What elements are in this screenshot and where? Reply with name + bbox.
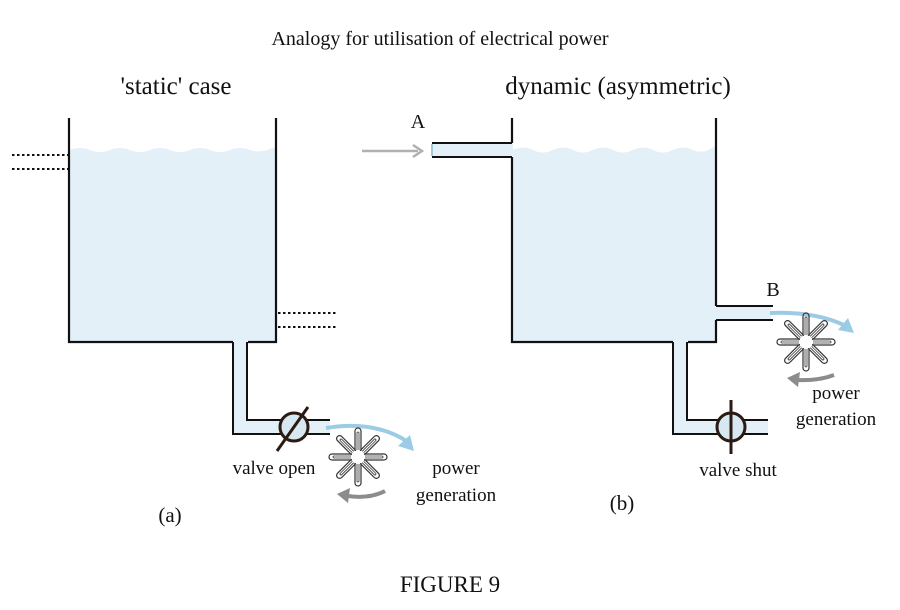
- panel-b: dynamic (asymmetric) A B valve shut: [362, 73, 877, 515]
- generation-a-label-2: generation: [416, 485, 497, 506]
- tank-a-walls: [67, 118, 278, 344]
- figure-caption: FIGURE 9: [400, 572, 500, 597]
- panel-a: 'static' case valve open: [12, 73, 497, 527]
- outlet-label-b: B: [766, 279, 779, 301]
- flow-arrow-b-icon: [769, 310, 854, 333]
- panel-a-heading: 'static' case: [120, 73, 231, 100]
- pipe-b-water: [674, 341, 768, 434]
- inflow-arrow-icon: [362, 143, 425, 159]
- tank-a-water: [70, 147, 275, 341]
- outlet-b-pipe: [716, 305, 773, 321]
- turbine-a-icon: [328, 427, 388, 487]
- generation-b-label-2: generation: [796, 409, 877, 430]
- generation-a-label-1: power: [432, 458, 480, 479]
- tank-b-water: [513, 146, 715, 341]
- flow-arrow-a-icon: [325, 423, 414, 451]
- inlet-pipe-water: [433, 144, 513, 156]
- figure-title: Analogy for utilisation of electrical po…: [271, 28, 608, 50]
- turbine-b-icon: [776, 312, 836, 372]
- panel-b-heading: dynamic (asymmetric): [505, 73, 731, 100]
- panel-b-label: (b): [610, 491, 635, 515]
- valve-shut-icon[interactable]: [715, 400, 747, 454]
- valve-b-label: valve shut: [699, 460, 777, 481]
- rotation-arrow-a-icon: [337, 488, 386, 503]
- rotation-arrow-b-icon: [787, 372, 835, 387]
- inlet-pipe: [432, 142, 512, 158]
- tank-b-walls: [510, 118, 718, 344]
- pipe-a-water: [234, 341, 330, 434]
- inlet-label-a: A: [411, 111, 426, 133]
- generation-b-label-1: power: [812, 383, 860, 404]
- valve-a-label: valve open: [233, 458, 316, 479]
- valve-open-icon[interactable]: [275, 406, 310, 452]
- outlet-b-water: [715, 307, 771, 320]
- panel-a-label: (a): [158, 503, 181, 527]
